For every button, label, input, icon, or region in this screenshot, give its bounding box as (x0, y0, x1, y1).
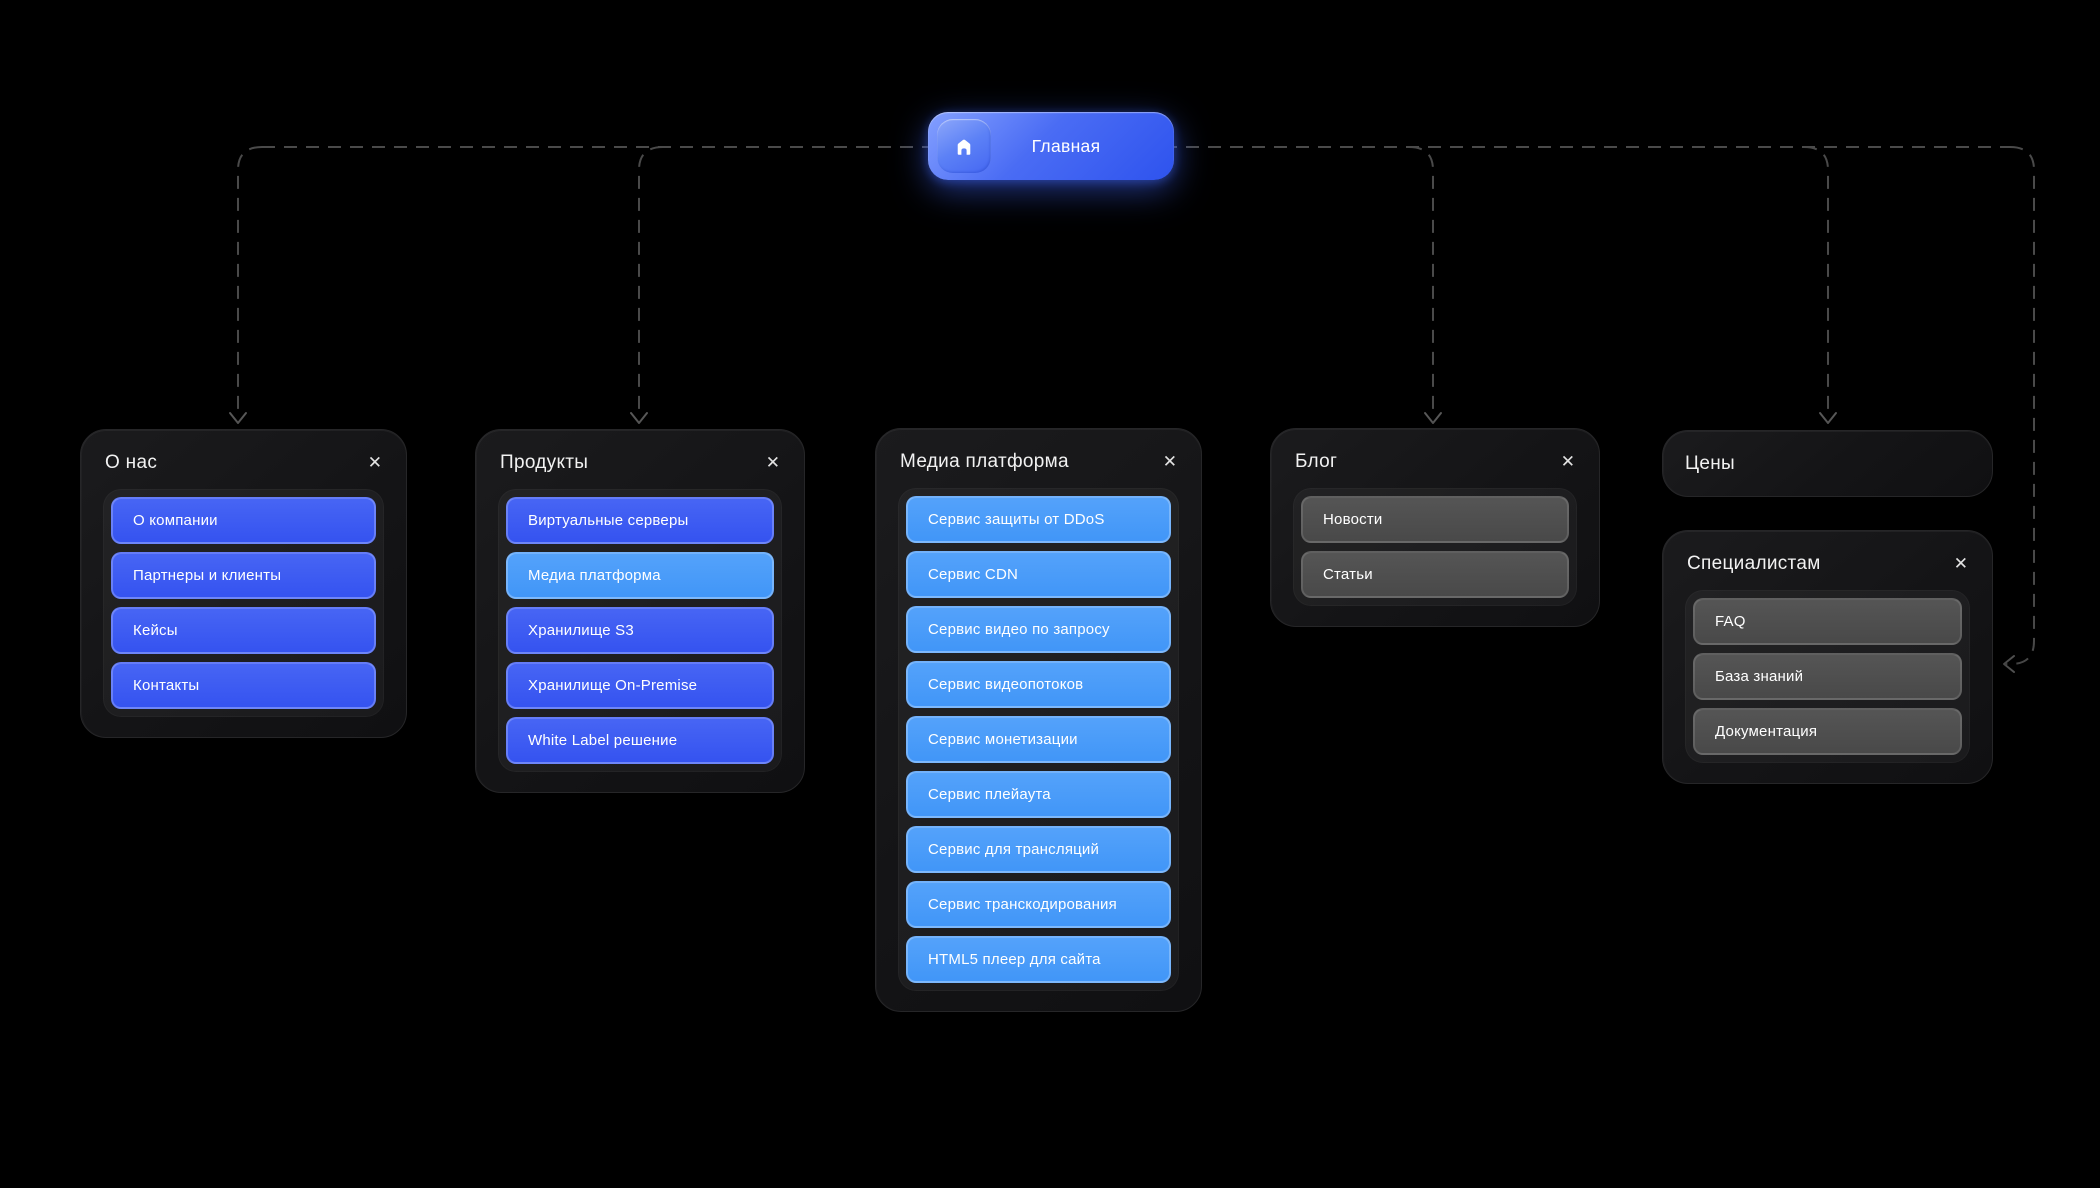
arrow-down-icon (229, 412, 247, 424)
close-icon[interactable]: ✕ (1555, 449, 1581, 474)
connector-branch-specialists (2006, 146, 2035, 665)
card-title-prices: Цены (1685, 452, 1735, 474)
card-header: Специалистам ✕ (1663, 531, 1992, 588)
arrow-down-icon (630, 412, 648, 424)
item-button-products-3[interactable]: Хранилище On-Premise (506, 662, 774, 709)
item-button-about-3[interactable]: Контакты (111, 662, 376, 709)
card-title-media: Медиа платформа (900, 450, 1069, 472)
item-button-media-2[interactable]: Сервис видео по запросу (906, 606, 1171, 653)
item-button-media-1[interactable]: Сервис CDN (906, 551, 1171, 598)
card-header: Медиа платформа ✕ (876, 429, 1201, 486)
item-button-specialists-0[interactable]: FAQ (1693, 598, 1962, 645)
item-button-about-0[interactable]: О компании (111, 497, 376, 544)
item-button-specialists-2[interactable]: Документация (1693, 708, 1962, 755)
item-button-media-4[interactable]: Сервис монетизации (906, 716, 1171, 763)
close-icon[interactable]: ✕ (1157, 449, 1183, 474)
item-button-media-5[interactable]: Сервис плейаута (906, 771, 1171, 818)
close-icon[interactable]: ✕ (362, 450, 388, 475)
card-header: Цены (1663, 431, 1992, 496)
home-icon (937, 119, 991, 173)
card-header: Блог ✕ (1271, 429, 1599, 486)
arrow-down-icon (1424, 412, 1442, 424)
item-button-about-1[interactable]: Партнеры и клиенты (111, 552, 376, 599)
item-button-media-8[interactable]: HTML5 плеер для сайта (906, 936, 1171, 983)
card-title-about: О нас (105, 451, 158, 473)
item-button-media-6[interactable]: Сервис для трансляций (906, 826, 1171, 873)
arrow-left-icon (2003, 655, 2015, 673)
connector-branch-prices (1803, 146, 1829, 413)
card-title-blog: Блог (1295, 450, 1338, 472)
card-title-specialists: Специалистам (1687, 552, 1821, 574)
item-button-products-0[interactable]: Виртуальные серверы (506, 497, 774, 544)
connector-branch-products (638, 146, 664, 413)
item-button-products-4[interactable]: White Label решение (506, 717, 774, 764)
card-title-products: Продукты (500, 451, 589, 473)
connector-branch-about (237, 146, 263, 413)
close-icon[interactable]: ✕ (1948, 551, 1974, 576)
root-node-main-button[interactable]: Главная (928, 112, 1174, 180)
root-node-label: Главная (1031, 135, 1101, 156)
item-button-media-3[interactable]: Сервис видеопотоков (906, 661, 1171, 708)
connector-branch-blog (1408, 146, 1434, 413)
card-header: Продукты ✕ (476, 430, 804, 487)
item-button-products-1[interactable]: Медиа платформа (506, 552, 774, 599)
close-icon[interactable]: ✕ (760, 450, 786, 475)
item-button-blog-0[interactable]: Новости (1301, 496, 1569, 543)
card-items-well: Сервис защиты от DDoS Сервис CDN Сервис ви… (898, 488, 1179, 991)
card-prices: Цены (1662, 430, 1993, 497)
arrow-down-icon (1819, 412, 1837, 424)
item-button-media-7[interactable]: Сервис транскодирования (906, 881, 1171, 928)
item-button-about-2[interactable]: Кейсы (111, 607, 376, 654)
item-button-products-2[interactable]: Хранилище S3 (506, 607, 774, 654)
item-button-specialists-1[interactable]: База знаний (1693, 653, 1962, 700)
card-header: О нас ✕ (81, 430, 406, 487)
item-button-blog-1[interactable]: Статьи (1301, 551, 1569, 598)
item-button-media-0[interactable]: Сервис защиты от DDoS (906, 496, 1171, 543)
